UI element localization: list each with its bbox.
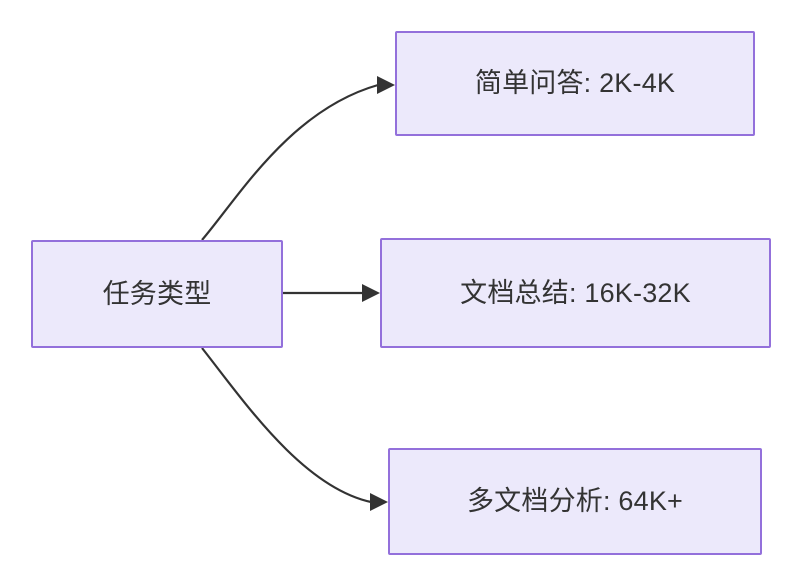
edge-root-to-simple [201,76,395,241]
edge-root-to-multidoc-arrowhead [370,493,388,511]
node-document-summary-label: 文档总结: 16K-32K [460,277,691,308]
node-multi-document-analysis-label: 多文档分析: 64K+ [466,486,683,517]
node-simple-qa-label: 简单问答: 2K-4K [474,68,676,99]
node-simple-qa[interactable]: 简单问答: 2K-4K [395,31,755,136]
edge-root-to-doc-arrowhead [362,284,380,302]
node-document-summary[interactable]: 文档总结: 16K-32K [380,238,771,348]
node-task-type-label: 任务类型 [102,278,212,309]
edge-root-to-multidoc-path [201,347,372,504]
edge-root-to-multidoc [201,347,388,511]
node-multi-document-analysis[interactable]: 多文档分析: 64K+ [388,448,762,555]
edge-root-to-simple-arrowhead [377,76,395,94]
edge-root-to-doc [283,284,380,302]
node-task-type[interactable]: 任务类型 [31,240,283,348]
edge-root-to-simple-path [201,83,379,241]
